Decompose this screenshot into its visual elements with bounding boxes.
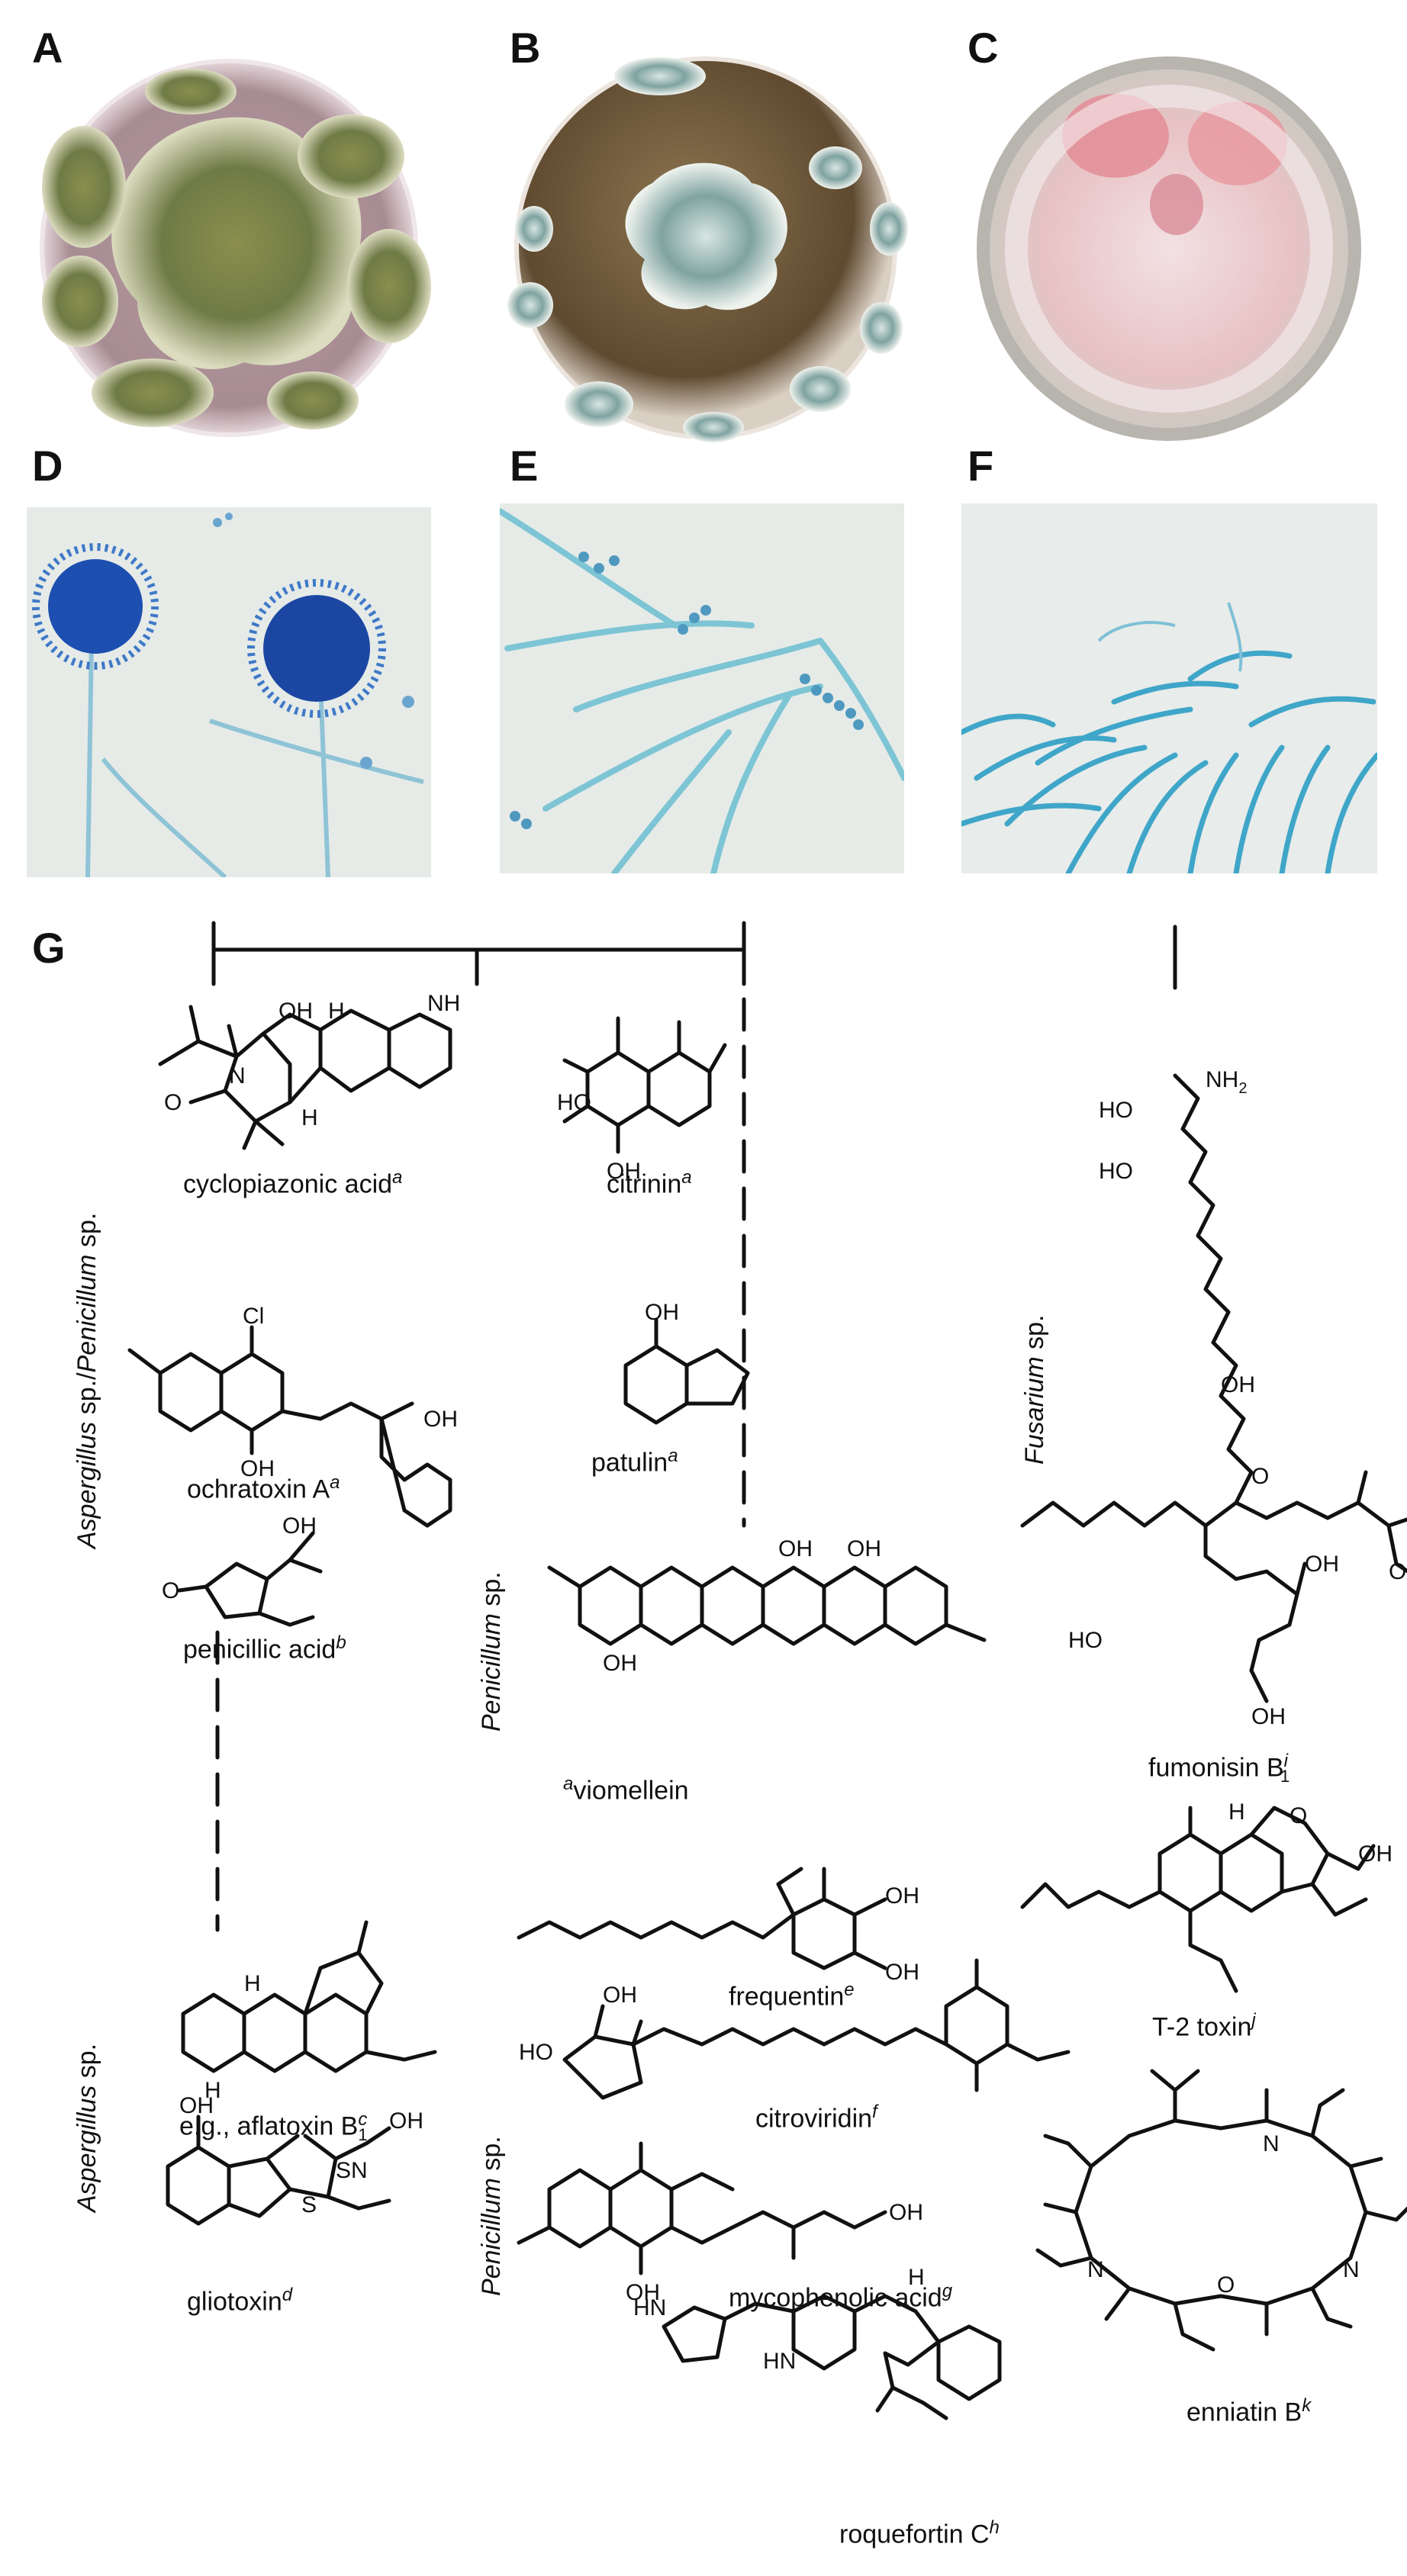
atom-label-oh-t2: OH (1358, 1841, 1393, 1867)
structure-patulin (623, 1317, 750, 1425)
panel-label-e: E (510, 442, 539, 490)
panel-label-c: C (968, 24, 999, 72)
panel-label-b: B (510, 24, 541, 72)
atom-label-s-gliotoxin: S (301, 2192, 317, 2217)
atom-label-h-cpa-1: H (328, 999, 345, 1024)
structure-citroviridin (562, 1958, 1071, 2100)
compound-name-cyclopiazonic-acid: cyclopiazonic acida (183, 1167, 403, 1199)
atom-label-oh-gliotoxin-2: OH (389, 2108, 423, 2134)
atom-label-n-enniatin-3: N (1343, 2257, 1360, 2282)
atom-label-n-enniatin-2: N (1087, 2257, 1104, 2282)
structure-t2 (1020, 1806, 1376, 1993)
atom-label-oh-gliotoxin: OH (179, 2093, 214, 2118)
structure-mycophenolic (517, 2141, 887, 2275)
structure-penicillic (177, 1531, 323, 1627)
compound-name-gliotoxin: gliotoxind (187, 2285, 293, 2317)
atom-label-nh-roquefortin: H (908, 2265, 925, 2290)
panel-label-g: G (32, 924, 66, 972)
atom-label-o-penicillic: O (162, 1578, 179, 1603)
atom-label-oh-fumonisin-3: OH (1221, 1372, 1255, 1397)
atom-label-sn-gliotoxin: SN (336, 2158, 368, 2183)
structure-cyclopiazonic (158, 1005, 452, 1150)
structure-viomellein (547, 1565, 987, 1646)
compound-name-enniatin-b: enniatin Bk (1186, 2395, 1312, 2427)
atom-label-oh-ochratoxin-2: OH (423, 1407, 458, 1432)
atom-label-oh-patulin: OH (645, 1300, 679, 1325)
atom-label-ho-fumonisin-6: HO (1068, 1628, 1103, 1653)
atom-label-oh-citroviridin: OH (603, 1983, 637, 2008)
atom-label-o-enniatin: O (1217, 2272, 1235, 2298)
atom-label-h-t2: H (1228, 1799, 1245, 1825)
atom-label-nh2-fumonisin: NH2 (1206, 1067, 1247, 1097)
atom-label-n-cpa: N (229, 1063, 246, 1089)
atom-label-oh-frequentin-2: OH (885, 1960, 919, 1985)
structure-ochratoxin (127, 1325, 452, 1528)
atom-label-ho-citrinin: HO (557, 1090, 591, 1115)
compound-name-t2-toxin: T-2 toxinj (1152, 2010, 1256, 2042)
atom-label-o-fumonisin: O (1251, 1464, 1269, 1489)
panel-label-a: A (32, 24, 63, 72)
bracket-line (211, 921, 746, 986)
atom-label-oh-fumonisin-4: OH (1305, 1552, 1339, 1577)
atom-label-oh-cpa: OH (279, 999, 313, 1024)
atom-label-h-aflatoxin-2: H (204, 2078, 221, 2103)
atom-label-o-cpa: O (164, 1090, 182, 1115)
atom-label-hn-roquefortin: HN (633, 2295, 666, 2320)
micrograph-penicillium (500, 503, 904, 873)
atom-label-hn-roquefortin-2: HN (763, 2349, 796, 2374)
atom-label-h-cpa-2: H (301, 1105, 318, 1130)
compound-name-mycophenolic-acid: mycophenolic acidg (729, 2281, 953, 2313)
atom-label-o-t2: O (1289, 1803, 1307, 1828)
atom-label-cl-ochratoxin: Cl (243, 1304, 264, 1329)
micrograph-aspergillus (27, 507, 431, 877)
panel-label-d: D (32, 442, 63, 490)
atom-label-oh-frequentin-1: OH (885, 1883, 919, 1909)
atom-label-oh-mycophenolic-2: OH (626, 2280, 660, 2305)
atom-label-ho-fumonisin-1: HO (1099, 1098, 1133, 1123)
compound-name-citroviridin: citroviridinf (755, 2102, 877, 2134)
atom-label-nh-cpa: NH (427, 991, 460, 1016)
structure-enniatin (1035, 2069, 1407, 2352)
compound-name-aflatoxin-b1: e.g., aflatoxin Bc1 (179, 2109, 368, 2145)
compound-name-patulin: patulina (591, 1446, 678, 1478)
atom-label-ho-fumonisin-2: HO (1099, 1159, 1133, 1184)
atom-label-oh-penicillic: OH (282, 1513, 317, 1539)
petri-dish-aspergillus (40, 59, 431, 437)
compound-name-ochratoxin-a: ochratoxin Aa (187, 1472, 340, 1504)
structure-frequentin (517, 1867, 887, 1970)
structure-citrinin (562, 1016, 727, 1154)
panel-label-f: F (968, 442, 994, 490)
structure-gliotoxin (166, 2115, 391, 2226)
atom-label-ho-citroviridin: HO (519, 2040, 553, 2065)
atom-label-n-enniatin-1: N (1263, 2131, 1280, 2156)
atom-label-oh-fumonisin-7: OH (1251, 1704, 1286, 1729)
structure-roquefortin (662, 2294, 1002, 2420)
petri-dish-penicillium (507, 56, 908, 442)
atom-label-oh-viomellein-1: OH (778, 1536, 813, 1561)
structure-aflatoxin (181, 1920, 437, 2073)
compound-name-frequentin: frequentine (729, 1979, 855, 2012)
atom-label-oh-mycophenolic: OH (889, 2200, 923, 2225)
atom-label-oh-viomellein-2: OH (847, 1536, 881, 1561)
compound-name-viomellein: aviomellein (563, 1774, 689, 1806)
petri-dish-fusarium (977, 56, 1361, 441)
compound-name-citrinin: citrinina (607, 1167, 692, 1199)
atom-label-oh-citrinin: OH (607, 1159, 641, 1184)
compound-name-fumonisin-b1: fumonisin Bi1 (1148, 1751, 1290, 1786)
atom-label-oh-fumonisin-5: OH (1389, 1559, 1407, 1584)
compound-name-penicillic-acid: penicillic acidb (183, 1632, 346, 1664)
structure-fumonisin (1020, 1073, 1407, 1703)
atom-label-oh-ochratoxin: OH (240, 1456, 275, 1481)
micrograph-fusarium (961, 503, 1377, 873)
compound-name-roquefortin-c: roquefortin Ch (839, 2517, 1000, 2549)
atom-label-h-aflatoxin-1: H (244, 1971, 261, 1996)
atom-label-oh-viomellein-3: OH (603, 1651, 637, 1676)
